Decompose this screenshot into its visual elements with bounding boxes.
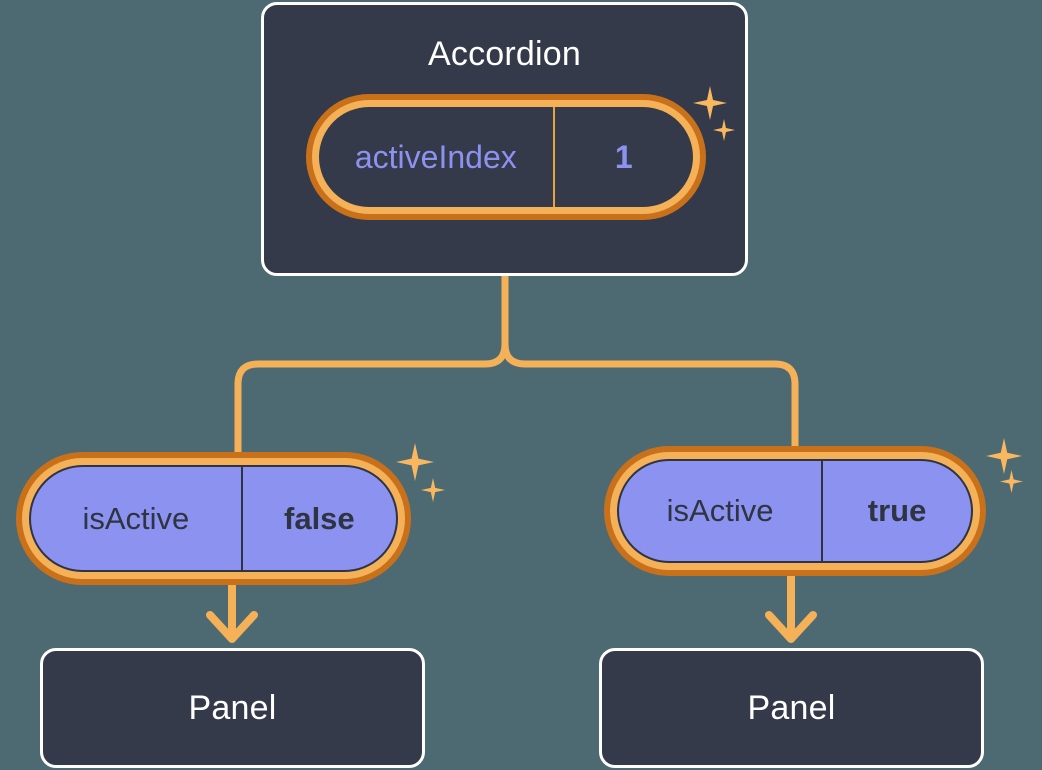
state-key-label: isActive	[31, 467, 243, 570]
state-pill-activeindex[interactable]: activeIndex 1	[306, 94, 706, 220]
pill-body: isActive false	[29, 465, 398, 572]
sparkle-icon-large	[396, 443, 434, 481]
panel-component-card-left[interactable]: Panel	[40, 648, 425, 768]
pill-inner-ring: isActive true	[610, 452, 980, 570]
sparkle-icon-small	[421, 478, 445, 502]
pill-inner-ring: isActive false	[22, 458, 405, 579]
edge-accordion-to-left	[234, 272, 509, 456]
pill-inner-ring: activeIndex 1	[312, 100, 700, 214]
edge-accordion-to-right	[501, 272, 799, 452]
panel-title: Panel	[747, 688, 836, 727]
sparkle-icon-small	[1000, 470, 1023, 493]
arrow-head-left	[206, 611, 258, 643]
pill-body: activeIndex 1	[319, 107, 693, 207]
panel-component-card-right[interactable]: Panel	[599, 648, 984, 768]
arrow-head-right	[765, 611, 817, 643]
accordion-title: Accordion	[428, 35, 581, 73]
state-value-label: 1	[614, 138, 633, 175]
state-key-label: activeIndex	[319, 107, 555, 207]
state-key-label: isActive	[619, 461, 824, 561]
state-pill-isactive-false[interactable]: isActive false	[16, 452, 411, 585]
state-pill-isactive-true[interactable]: isActive true	[604, 446, 986, 576]
panel-title: Panel	[188, 688, 277, 727]
state-value-label: false	[284, 500, 355, 536]
state-value-label: true	[867, 493, 927, 528]
sparkle-icon-large	[986, 438, 1022, 474]
pill-body: isActive true	[617, 459, 973, 563]
